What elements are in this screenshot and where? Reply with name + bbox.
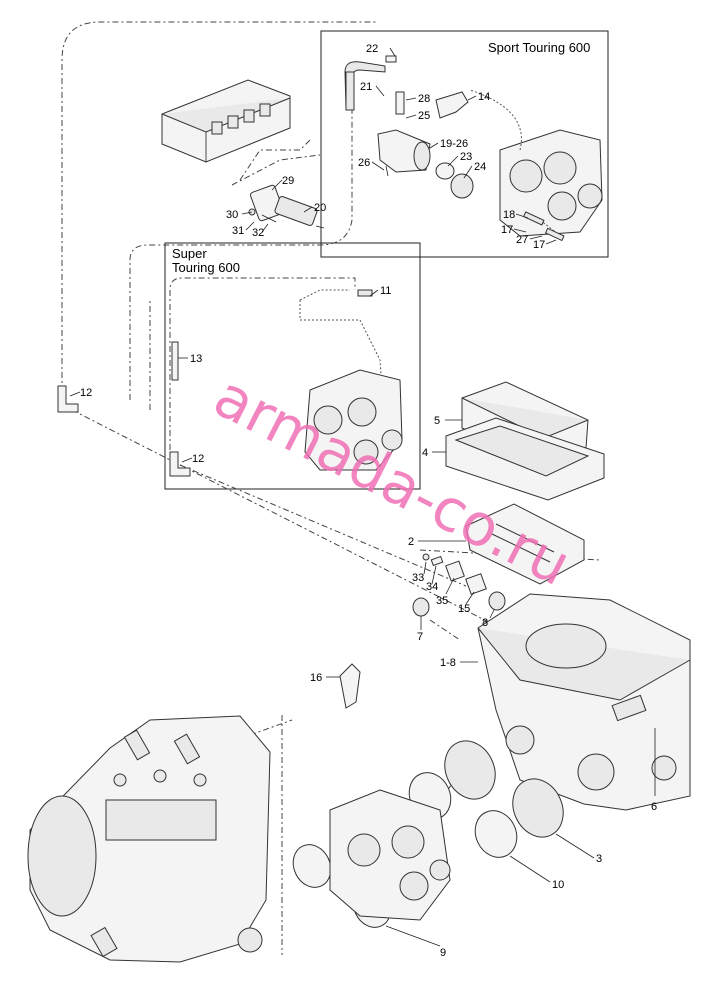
callout-8: 8 xyxy=(482,617,488,629)
bracket-16 xyxy=(339,663,361,709)
super-touring-title-2: Touring 600 xyxy=(172,260,240,275)
callout-30: 30 xyxy=(226,209,238,221)
callouts: 22 21 28 14 25 19-26 23 26 24 18 17 27 1… xyxy=(80,43,657,959)
sport-touring-parts xyxy=(344,55,603,242)
callout-32: 32 xyxy=(252,227,264,239)
callout-6: 6 xyxy=(651,801,657,813)
intake-box-top-left xyxy=(161,79,291,163)
callout-15: 15 xyxy=(458,603,470,615)
air-box xyxy=(477,593,691,811)
callout-16: 16 xyxy=(310,672,322,684)
callout-27: 27 xyxy=(516,234,528,246)
small-fittings xyxy=(412,553,506,617)
callout-10: 10 xyxy=(552,879,564,891)
super-touring-parts xyxy=(171,289,403,471)
callout-35: 35 xyxy=(436,595,448,607)
super-touring-title-1: Super xyxy=(172,246,207,261)
carburetors-lower xyxy=(329,789,451,921)
callout-3: 3 xyxy=(596,853,602,865)
primer-pump xyxy=(248,184,325,229)
elbow-fittings xyxy=(57,385,191,477)
super-touring-inset: Super Touring 600 xyxy=(164,242,421,490)
sport-touring-title: Sport Touring 600 xyxy=(488,40,590,55)
callout-23: 23 xyxy=(460,151,472,163)
callout-31: 31 xyxy=(232,225,244,237)
callout-26: 26 xyxy=(358,157,370,169)
callout-34: 34 xyxy=(426,581,438,593)
callout-13: 13 xyxy=(190,353,202,365)
callout-29: 29 xyxy=(282,175,294,187)
callout-12a: 12 xyxy=(80,387,92,399)
engine xyxy=(27,715,271,963)
callout-14: 14 xyxy=(478,91,490,103)
callout-2: 2 xyxy=(408,536,414,548)
callout-9: 9 xyxy=(440,947,446,959)
callout-7: 7 xyxy=(417,631,423,643)
callout-11: 11 xyxy=(380,285,391,297)
callout-25: 25 xyxy=(418,110,430,122)
callout-5: 5 xyxy=(434,415,440,427)
callout-17b: 17 xyxy=(533,239,545,251)
callout-17a: 17 xyxy=(501,224,513,236)
callout-19-26: 19-26 xyxy=(440,138,468,150)
callout-18: 18 xyxy=(503,209,515,221)
callout-22: 22 xyxy=(366,43,378,55)
filter-assembly xyxy=(445,381,605,585)
callout-1-8: 1-8 xyxy=(440,657,456,669)
callout-33: 33 xyxy=(412,572,424,584)
callout-28: 28 xyxy=(418,93,430,105)
sport-touring-inset: Sport Touring 600 xyxy=(320,30,609,258)
callout-12b: 12 xyxy=(192,453,204,465)
callout-21: 21 xyxy=(360,81,372,93)
callout-4: 4 xyxy=(422,447,428,459)
callout-24: 24 xyxy=(474,161,486,173)
callout-20: 20 xyxy=(314,202,326,214)
leader-lines xyxy=(69,47,656,947)
